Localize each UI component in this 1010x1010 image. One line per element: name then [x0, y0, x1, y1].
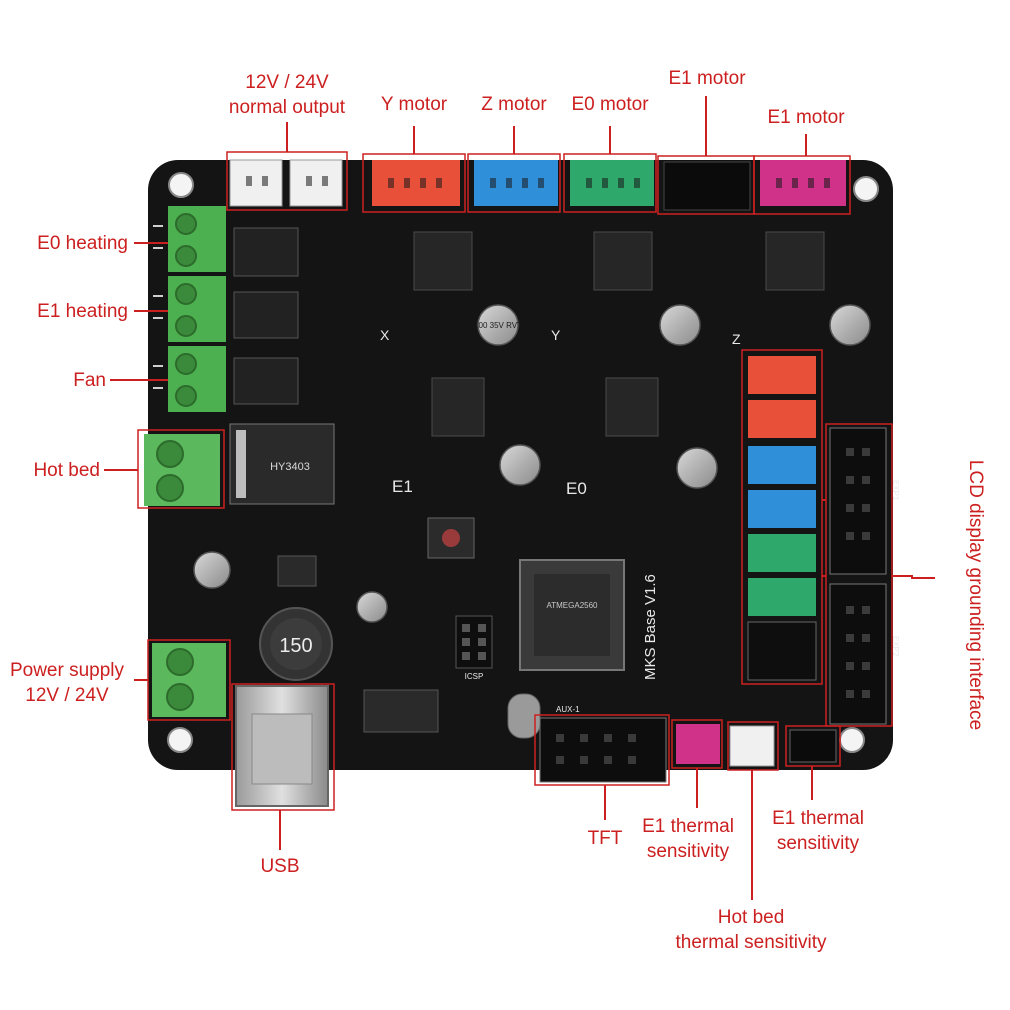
label-e1-thermal-left-line1: E1 thermal — [642, 816, 734, 837]
driver-chips — [413, 231, 825, 437]
tft-header — [539, 717, 667, 783]
label-hot-bed-thermal: Hot bed thermal sensitivity — [656, 905, 846, 955]
silk-axis-e0: E0 — [566, 479, 587, 498]
terminal-e1-heating — [168, 276, 226, 342]
label-lcd-interface: LCD display grounding interface — [965, 459, 986, 731]
usb-serial-chip — [363, 689, 439, 733]
exp1-label: EXP1 — [891, 480, 900, 501]
terminal-e0-heating — [168, 206, 226, 272]
electrolytic-caps — [193, 304, 871, 623]
label-normal-output-line1: 12V / 24V — [245, 72, 329, 93]
label-power-supply: Power supply 12V / 24V — [0, 658, 134, 708]
label-hot-bed: Hot bed — [33, 460, 100, 481]
label-z-motor: Z motor — [481, 94, 547, 115]
label-usb: USB — [260, 856, 300, 877]
e1-thermal-conn-pink — [676, 724, 720, 764]
mcu-marking: ATMEGA2560 — [547, 601, 599, 610]
mount-hole-bottom-right — [839, 727, 865, 753]
label-fan: Fan — [73, 370, 106, 391]
e0-motor-conn — [570, 160, 654, 206]
terminal-fan — [168, 346, 226, 412]
exp-headers: EXP1 EXP2 — [829, 427, 900, 725]
endstop-connectors — [748, 356, 816, 616]
icsp-label: ICSP — [465, 672, 484, 681]
label-e1-heating: E1 heating — [37, 301, 128, 322]
label-y-motor: Y motor — [380, 94, 448, 115]
e1-motor-conn-black — [663, 161, 751, 211]
cap-c1 — [193, 551, 231, 589]
label-e1-thermal-right: E1 thermal sensitivity — [756, 806, 880, 856]
reset-button-cap — [442, 529, 460, 547]
regulator-chip — [277, 555, 317, 587]
label-normal-output: 12V / 24V normal output — [212, 70, 362, 120]
callout-lines — [104, 96, 935, 900]
z-motor-conn — [474, 160, 558, 206]
e1-thermal-conn-black — [789, 729, 837, 763]
cap-c31 — [499, 444, 541, 486]
mount-hole-top-left — [168, 172, 194, 198]
bottom-connectors: AUX-1 — [539, 705, 837, 783]
silk-axis-z: Z — [732, 331, 741, 347]
exp2-label: EXP2 — [891, 636, 900, 657]
mcu-chip: ATMEGA2560 — [519, 559, 625, 671]
cap-c43 — [659, 304, 701, 346]
top-connectors — [229, 159, 846, 211]
icsp-header: ICSP — [455, 615, 493, 681]
board-silk-title: MKS Base V1.6 — [642, 574, 659, 680]
label-power-supply-line1: Power supply — [9, 660, 125, 681]
cap-c50 — [829, 304, 871, 346]
label-e1-thermal-left: E1 thermal sensitivity — [626, 814, 750, 864]
label-hot-bed-thermal-line1: Hot bed — [717, 907, 785, 928]
silk-axis-y: Y — [551, 327, 561, 343]
label-e1-thermal-right-line2: sensitivity — [776, 833, 860, 854]
mount-hole-bottom-left — [167, 727, 193, 753]
label-e1-thermal-left-line2: sensitivity — [646, 841, 730, 862]
label-hot-bed-thermal-line2: thermal sensitivity — [675, 932, 827, 953]
silk-axis-e1: E1 — [392, 477, 413, 496]
cap-marking: 100 35V RVT — [474, 321, 522, 330]
inductor-value: 150 — [279, 635, 312, 657]
e1-motor-conn-pink — [760, 160, 846, 206]
normal-output-conn-1 — [229, 159, 283, 207]
usb-connector — [235, 685, 329, 807]
label-normal-output-line2: normal output — [228, 97, 346, 118]
normal-output-conn-2 — [289, 159, 343, 207]
y-motor-conn — [372, 160, 460, 206]
mosfet-marking: HY3403 — [270, 461, 310, 473]
exp2-header — [829, 583, 887, 725]
label-tft: TFT — [587, 828, 623, 849]
crystal — [507, 693, 541, 739]
cap-c38 — [477, 304, 519, 346]
mosfets: HY3403 — [229, 227, 335, 505]
aux1-label: AUX-1 — [556, 705, 580, 714]
cap-c22 — [676, 447, 718, 489]
cap-c3 — [356, 591, 388, 623]
label-power-supply-line2: 12V / 24V — [25, 685, 109, 706]
label-e0-motor: E0 motor — [571, 94, 649, 115]
label-e0-heating: E0 heating — [37, 233, 128, 254]
silk-axis-x: X — [380, 327, 390, 343]
screw-terminals — [144, 206, 226, 717]
label-e1-motor-top: E1 motor — [668, 68, 746, 89]
label-e1-motor-second: E1 motor — [767, 107, 845, 128]
mount-hole-top-right — [853, 176, 879, 202]
hot-bed-thermal-conn — [729, 725, 775, 767]
inductor: 150 — [259, 607, 333, 681]
label-e1-thermal-right-line1: E1 thermal — [772, 808, 864, 829]
exp1-header — [829, 427, 887, 575]
small-pin-header — [747, 621, 817, 681]
